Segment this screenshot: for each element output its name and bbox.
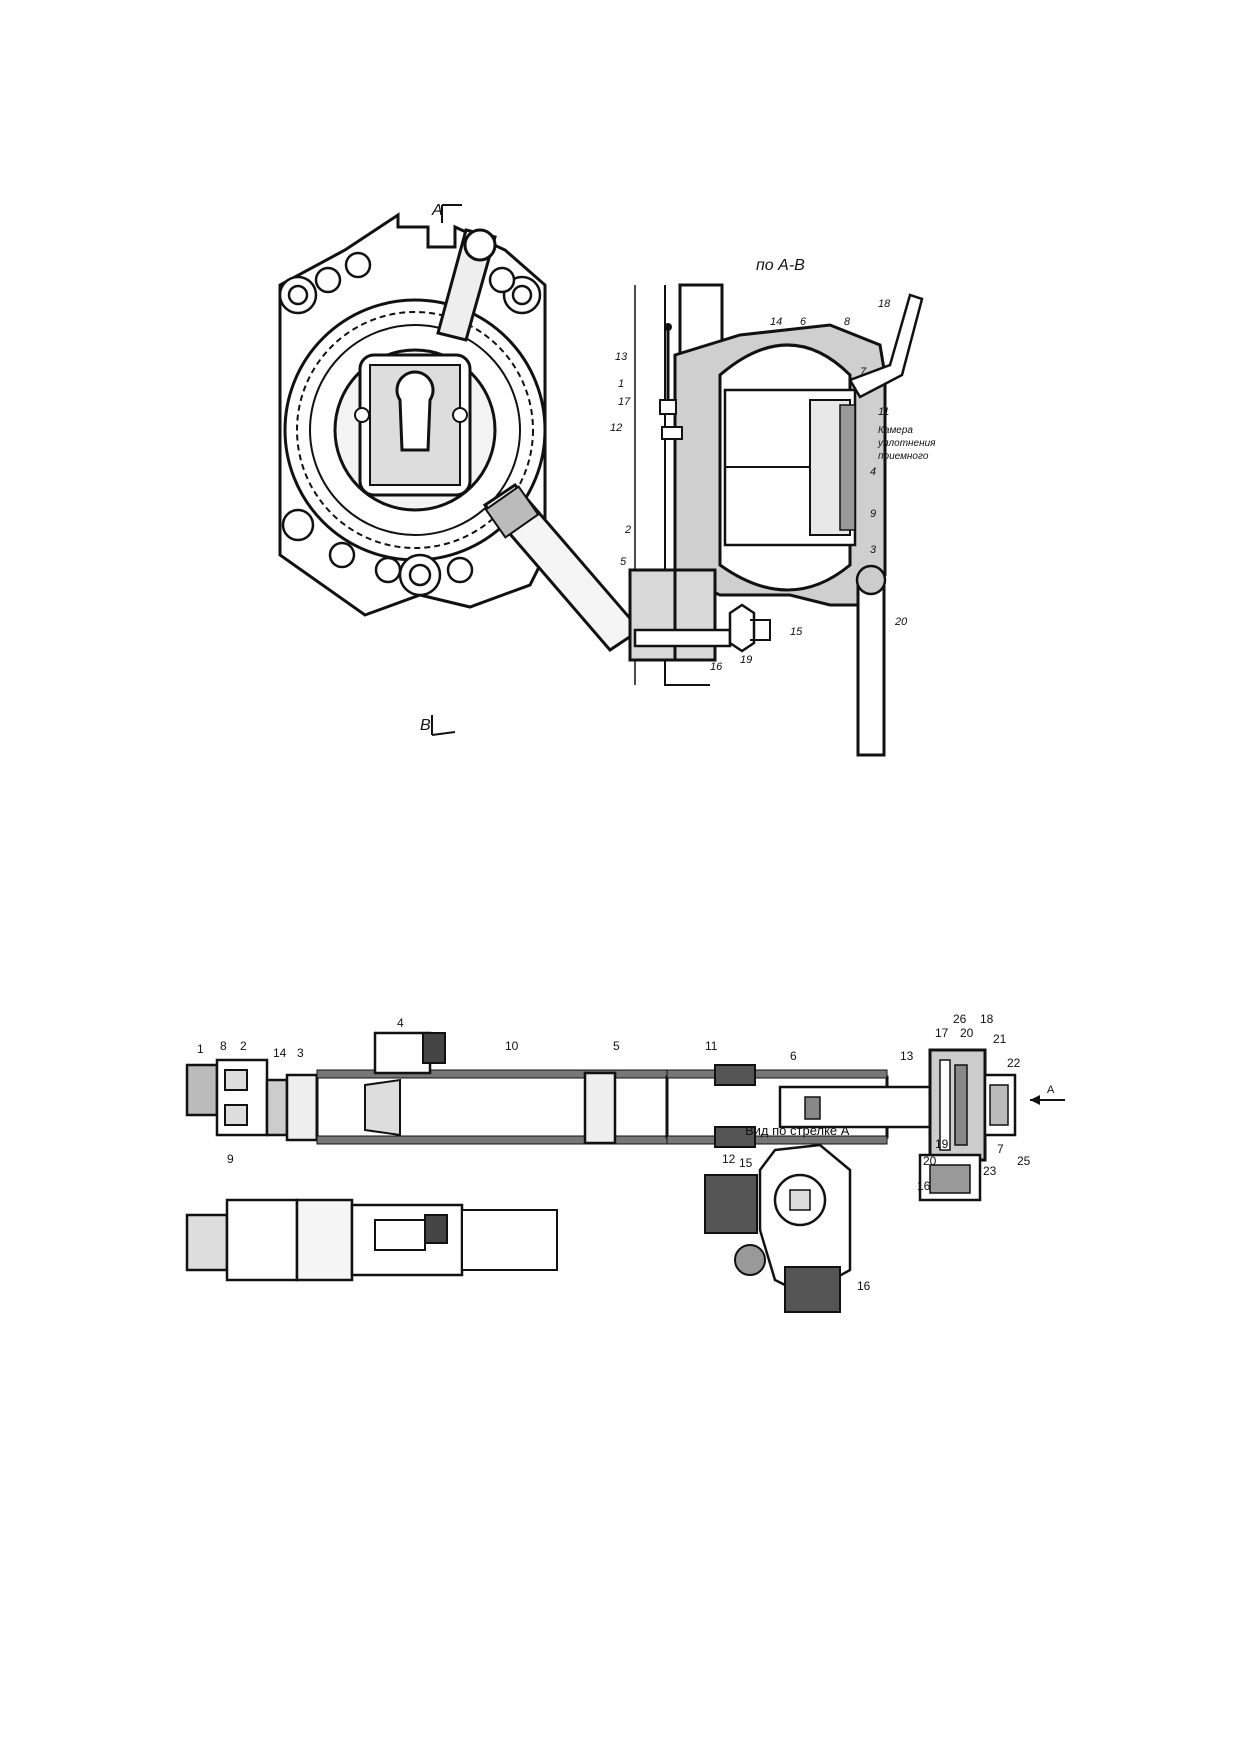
arrow-label-a: А	[1047, 1084, 1055, 1096]
callout-16a: 16	[857, 1279, 871, 1293]
callout-13: 13	[900, 1049, 914, 1063]
section-callouts: 18 14 6 8 13 1 17 12 7 11 Камера уплотне…	[610, 298, 936, 673]
top-mechanism-drawing: A B	[278, 202, 936, 757]
svg-text:B: B	[420, 717, 431, 734]
section-view: по А-В	[610, 257, 936, 757]
callout-24: 22	[1007, 1056, 1021, 1070]
note-line-1: Камера	[878, 425, 913, 436]
callout-14: 14	[770, 316, 782, 328]
callout-9: 9	[870, 508, 876, 520]
bottom-assembly-figure: А Вид по стрелке А 1 8 2 9 1	[185, 1005, 1185, 1350]
callout-8: 8	[844, 316, 851, 328]
callout-6: 6	[790, 1049, 797, 1063]
callout-9: 9	[227, 1152, 234, 1166]
callout-12: 12	[610, 422, 622, 434]
callout-1: 1	[197, 1042, 204, 1056]
view-label: Вид по стрелке А	[745, 1123, 850, 1138]
callout-16b: 16	[917, 1179, 931, 1193]
callout-17: 17	[935, 1026, 949, 1040]
callout-6: 6	[800, 316, 807, 328]
view-by-arrow-a: Вид по стрелке А	[704, 1123, 852, 1313]
note-line-2: уплотнения	[877, 438, 936, 449]
callout-16: 16	[710, 661, 723, 673]
callout-18: 18	[980, 1012, 994, 1026]
section-mark-b: B	[420, 715, 456, 736]
callout-25: 25	[1017, 1154, 1031, 1168]
callout-11: 11	[878, 406, 889, 418]
callout-14: 14	[273, 1046, 287, 1060]
callout-1: 1	[618, 378, 624, 390]
side-view-left	[185, 1198, 558, 1282]
callout-7: 7	[997, 1142, 1004, 1156]
assembly-callouts: 1 8 2 9 14 3 4 10 5 11 6 12 13 15 16 16 …	[197, 1012, 1031, 1293]
note-line-3: приемного	[878, 451, 929, 462]
callout-8: 8	[220, 1039, 227, 1053]
callout-4: 4	[870, 466, 876, 478]
callout-17: 17	[618, 396, 631, 408]
callout-5: 5	[613, 1039, 620, 1053]
callout-20: 20	[894, 616, 908, 628]
callout-15: 15	[739, 1156, 753, 1170]
section-mark-a: A	[431, 202, 462, 223]
callout-26: 26	[953, 1012, 967, 1026]
callout-7: 7	[860, 366, 867, 378]
callout-10: 10	[505, 1039, 519, 1053]
callout-2: 2	[240, 1039, 247, 1053]
left-end-section	[185, 1058, 319, 1142]
front-view	[278, 212, 643, 652]
callout-3: 3	[870, 544, 877, 556]
main-tube	[315, 1031, 982, 1148]
callout-19: 19	[740, 654, 752, 666]
callout-13: 13	[615, 351, 628, 363]
callout-19: 19	[935, 1137, 949, 1151]
right-end-section: А	[918, 1048, 1065, 1202]
svg-text:A: A	[431, 202, 443, 219]
callout-12: 12	[722, 1152, 736, 1166]
callout-23: 21	[993, 1032, 1007, 1046]
callout-22: 20	[960, 1026, 974, 1040]
bottom-assembly-drawing: А Вид по стрелке А 1 8 2 9 1	[185, 1012, 1065, 1313]
callout-21: 23	[983, 1164, 997, 1178]
callout-20: 20	[923, 1154, 937, 1168]
svg-text:по А-В: по А-В	[756, 257, 805, 274]
callout-5: 5	[620, 556, 627, 568]
callout-18: 18	[878, 298, 891, 310]
top-mechanism-figure: A B	[270, 175, 1110, 775]
callout-2: 2	[624, 524, 631, 536]
callout-3: 3	[297, 1046, 304, 1060]
callout-11: 11	[705, 1039, 718, 1053]
callout-15: 15	[790, 626, 803, 638]
callout-4: 4	[397, 1016, 404, 1030]
